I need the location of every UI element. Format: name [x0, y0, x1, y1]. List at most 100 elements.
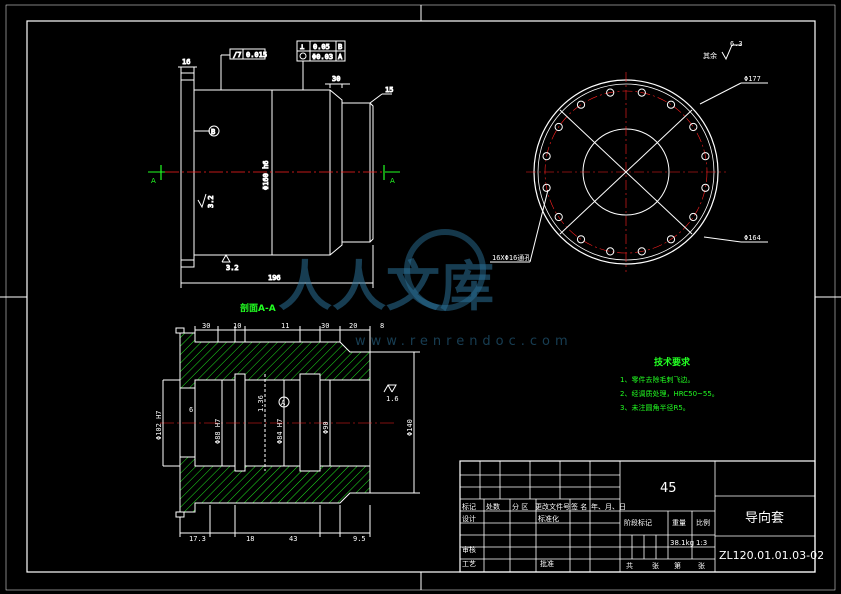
tb-stage-mark: 阶段标记 [624, 518, 652, 527]
bolt-hole [554, 122, 563, 132]
tb-approve: 批准 [540, 559, 554, 568]
tb-weight: 38.1kg [670, 539, 694, 547]
dim-top-4: 30 [321, 322, 329, 330]
bolt-hole [637, 247, 646, 256]
bolt-hole [637, 88, 646, 97]
exterior-view: Φ160 h6 16 30 15 196 0.015 /7 0.05 Φ0.03… [178, 40, 394, 288]
title-block [459, 460, 816, 573]
roughness-3-2-a: 3.2 [207, 195, 215, 208]
tech-requirements-title: 技术要求 [654, 356, 691, 368]
roughness-rest-value: 6.3 [730, 40, 743, 48]
tech-requirement-2: 2、经调质处理，HRC50~55。 [620, 389, 719, 398]
bolt-holes [542, 88, 710, 256]
tb-scale: 1:3 [696, 539, 707, 547]
dim-top-6: 8 [380, 322, 384, 330]
sheet-frame [0, 4, 841, 591]
dim-15: 15 [385, 86, 393, 94]
tol-perpendicular: 0.05 [313, 43, 330, 51]
dim-bolt-circle: Φ164 [744, 234, 761, 242]
bolt-hole [689, 122, 698, 132]
section-dim-texts: 30 10 11 30 20 8 17.3 18 43 9.5 6 Φ102 H… [155, 322, 414, 543]
perpendicular-icon: ⊥ [300, 43, 304, 51]
tech-requirement-1: 1、零件去除毛刺飞边。 [620, 375, 694, 384]
tb-design: 设计 [462, 514, 476, 523]
dim-bottom-4: 9.5 [353, 535, 366, 543]
bolt-hole [606, 247, 615, 256]
tb-process: 工艺 [462, 560, 476, 568]
dim-top-1: 30 [202, 322, 210, 330]
dim-bottom-3: 43 [289, 535, 297, 543]
datum-a-ref: A [338, 53, 343, 61]
dim-196: 196 [268, 274, 281, 282]
watermark: 人人文库 www.renrendoc.com [278, 229, 573, 349]
tol-concentric: Φ0.03 [312, 53, 333, 61]
section-mark-right: A [390, 177, 395, 185]
tb-scale-label: 比例 [696, 518, 710, 527]
dim-top-3: 11 [281, 322, 289, 330]
tb-drawing-number: ZL120.01.01.03-02 [719, 549, 824, 562]
flatness-icon: /7 [233, 51, 241, 59]
bolt-hole [666, 100, 676, 109]
tb-sheet: 张 [652, 561, 659, 570]
tb-sheets-total: 共 [626, 561, 633, 570]
bolt-hole [576, 100, 586, 109]
section-mark-left: A [151, 177, 156, 185]
roughness-1-6: 1.6 [386, 395, 399, 403]
dim-d102: Φ102 H7 [155, 410, 163, 440]
tb-weight-label: 重量 [672, 519, 686, 527]
bolt-hole [701, 183, 710, 192]
dim-top-5: 20 [349, 322, 357, 330]
tb-review: 审核 [462, 545, 476, 554]
tech-requirement-3: 3、未注圆角半径R5。 [620, 403, 690, 412]
hole-note: 16XΦ16通孔 [492, 253, 531, 262]
dim-6: 6 [189, 406, 193, 414]
dim-d88: Φ88 H7 [214, 419, 222, 444]
dim-16: 16 [182, 58, 190, 66]
section-title: 剖面A-A [240, 302, 276, 314]
tol-flatness: 0.015 [246, 51, 267, 59]
watermark-url: www.renrendoc.com [355, 334, 573, 349]
tb-sign: 签 名 [571, 502, 587, 511]
tb-sheet2: 张 [698, 561, 705, 570]
roughness-3-2-b: 3.2 [226, 264, 239, 272]
tb-page-of: 第 [674, 561, 681, 570]
dim-main-diameter: Φ160 h6 [262, 160, 270, 190]
bolt-hole [576, 235, 586, 244]
bolt-hole [606, 88, 615, 97]
bolt-hole [666, 235, 676, 244]
roughness-rest-label: 其余 [703, 51, 717, 60]
tb-date: 年、月、日 [591, 502, 626, 511]
end-view [490, 72, 768, 272]
dim-d84: Φ84 H7 [276, 419, 284, 444]
bolt-hole [542, 183, 551, 192]
tb-standardization: 标准化 [538, 514, 559, 523]
bolt-hole [542, 152, 551, 161]
roughness-rest: 其余 6.3 [703, 40, 743, 61]
dim-top-2: 10 [233, 322, 241, 330]
tb-change-doc: 更改文件号 [535, 502, 570, 511]
concentric-icon [299, 52, 307, 60]
tb-material: 45 [660, 481, 677, 496]
datum-b-ref: B [338, 43, 342, 51]
centerline-aa: A A [148, 165, 400, 185]
section-view [160, 326, 420, 537]
dim-30: 30 [332, 75, 340, 83]
watermark-text: 人人文库 [278, 255, 494, 318]
title-block-texts: 标记 处数 分 区 更改文件号 签 名 年、月、日 设计 标准化 审核 工艺 批… [462, 481, 824, 570]
tb-mark: 标记 [462, 502, 476, 511]
dim-outer-diameter: Φ177 [744, 75, 761, 83]
dim-d140: Φ140 [406, 419, 414, 436]
datum-a: A [281, 399, 286, 407]
tb-zone: 分 区 [512, 502, 528, 511]
bolt-hole [701, 152, 710, 161]
dim-136: 1.36 [257, 395, 265, 412]
dim-bottom-2: 18 [246, 535, 254, 543]
tech-requirements: 技术要求 1、零件去除毛刺飞边。 2、经调质处理，HRC50~55。 3、未注圆… [620, 356, 719, 412]
tb-count: 处数 [486, 502, 500, 511]
datum-b: B [211, 128, 215, 136]
bolt-hole [689, 212, 698, 222]
dim-bottom-1: 17.3 [189, 535, 206, 543]
dim-d90: Φ90 [322, 421, 330, 434]
tb-part-name: 导向套 [745, 510, 784, 526]
